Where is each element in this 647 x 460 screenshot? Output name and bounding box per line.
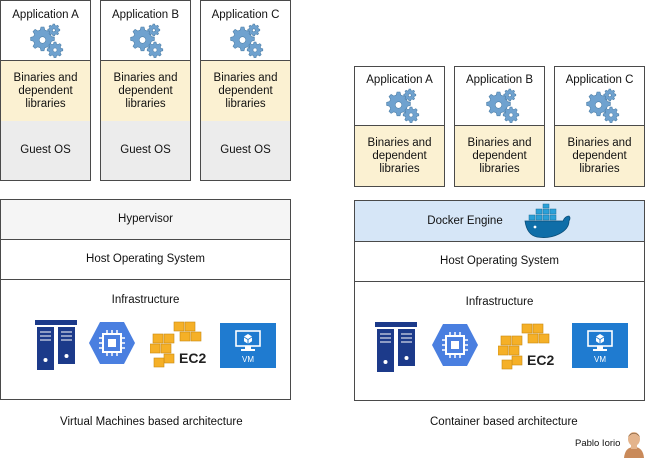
- ct-app-a-binaries-label: Binaries and dependent libraries: [367, 136, 432, 175]
- vm-app-a-column: Application A Binaries and dependent lib…: [0, 0, 91, 181]
- ct-app-c-label: Application C: [565, 74, 634, 86]
- ct-app-c-binaries: Binaries and dependent libraries: [554, 125, 645, 187]
- hypervisor-label: Hypervisor: [118, 213, 173, 225]
- gcp-compute-icon: [88, 321, 136, 365]
- author-name: Pablo Iorio: [575, 438, 621, 449]
- ct-app-b-column: Application B Binaries and dependent lib…: [454, 66, 545, 187]
- ct-app-c-binaries-label: Binaries and dependent libraries: [567, 136, 632, 175]
- vm-app-c-guest-os: Guest OS: [200, 121, 291, 181]
- vm-app-a-guest-os-label: Guest OS: [20, 144, 71, 156]
- ct-app-a-column: Application A Binaries and dependent lib…: [354, 66, 445, 187]
- gear-icon: [226, 21, 266, 61]
- vm-vm-label: VM: [242, 355, 254, 364]
- vm-infrastructure-layer: Infrastructure EC2 VM: [0, 279, 291, 400]
- ct-app-c-column: Application C Binaries and dependent lib…: [554, 66, 645, 187]
- vm-ec2-label: EC2: [179, 350, 207, 366]
- vm-app-c-label: Application C: [211, 9, 280, 21]
- ct-host-os-layer: Host Operating System: [354, 241, 645, 282]
- gcp-compute-icon: [431, 323, 479, 367]
- vm-app-a-binaries: Binaries and dependent libraries: [0, 60, 91, 122]
- ct-app-a-label: Application A: [366, 74, 433, 86]
- vm-app-a-label: Application A: [12, 9, 79, 21]
- vm-app-c-column: Application C Binaries and dependent lib…: [200, 0, 291, 181]
- ct-vm-label: VM: [594, 355, 606, 364]
- ct-ec2-label: EC2: [527, 352, 555, 368]
- hypervisor-layer: Hypervisor: [0, 199, 291, 240]
- docker-whale-icon: [523, 203, 573, 241]
- vm-app-b-column: Application B Binaries and dependent lib…: [100, 0, 191, 181]
- gear-icon: [126, 21, 166, 61]
- vm-app-b-guest-os-label: Guest OS: [120, 144, 171, 156]
- vm-app-c-binaries: Binaries and dependent libraries: [200, 60, 291, 122]
- ct-app-b-label: Application B: [465, 74, 534, 86]
- gear-icon: [582, 86, 622, 126]
- vm-app-a-binaries-label: Binaries and dependent libraries: [13, 71, 78, 110]
- gear-icon: [482, 86, 522, 126]
- vm-infrastructure-label: Infrastructure: [111, 294, 180, 306]
- vm-app-a-guest-os: Guest OS: [0, 121, 91, 181]
- ct-host-os-label: Host Operating System: [440, 255, 559, 267]
- vm-app-c-binaries-label: Binaries and dependent libraries: [213, 71, 278, 110]
- server-rack-icon: [35, 320, 77, 370]
- docker-engine-label: Docker Engine: [427, 215, 503, 227]
- ct-infrastructure-label: Infrastructure: [465, 296, 534, 308]
- docker-engine-layer: Docker Engine: [354, 200, 645, 242]
- vm-host-os-label: Host Operating System: [86, 253, 205, 265]
- vm-app-b-binaries: Binaries and dependent libraries: [100, 60, 191, 122]
- vm-caption: Virtual Machines based architecture: [60, 416, 243, 428]
- gear-icon: [26, 21, 66, 61]
- azure-vm-icon: VM: [572, 323, 628, 368]
- ct-app-b-binaries: Binaries and dependent libraries: [454, 125, 545, 187]
- container-caption: Container based architecture: [430, 416, 578, 428]
- vm-app-b-binaries-label: Binaries and dependent libraries: [113, 71, 178, 110]
- vm-app-b-label: Application B: [111, 9, 180, 21]
- ct-app-a-binaries: Binaries and dependent libraries: [354, 125, 445, 187]
- server-rack-icon: [375, 322, 417, 372]
- vm-app-b-guest-os: Guest OS: [100, 121, 191, 181]
- gear-icon: [382, 86, 422, 126]
- vm-host-os-layer: Host Operating System: [0, 239, 291, 280]
- azure-vm-icon: VM: [220, 323, 276, 368]
- ct-app-b-binaries-label: Binaries and dependent libraries: [467, 136, 532, 175]
- vm-app-c-guest-os-label: Guest OS: [220, 144, 271, 156]
- ct-infrastructure-layer: Infrastructure EC2 VM: [354, 281, 645, 401]
- author-avatar: [624, 432, 644, 458]
